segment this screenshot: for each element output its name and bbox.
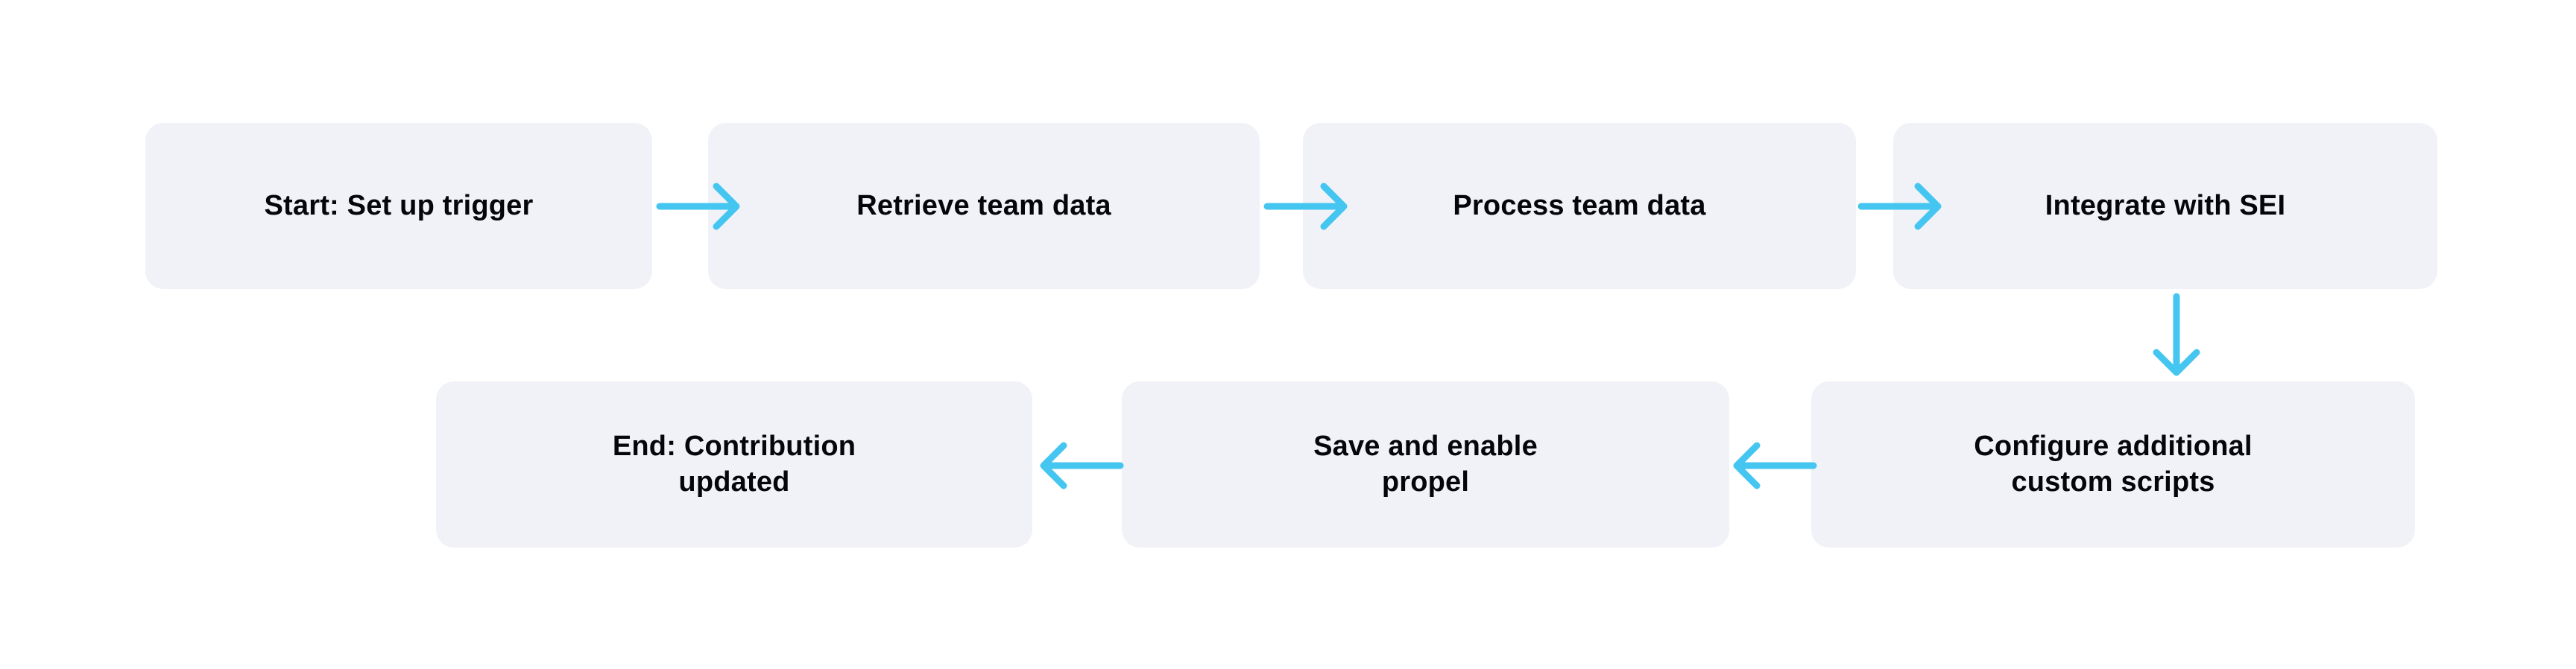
arrow-right-icon — [1263, 183, 1348, 230]
flow-node-label: Save and enable propel — [1313, 431, 1538, 498]
flow-edge-process-to-integrate — [1857, 183, 1942, 230]
flow-edge-start-to-retrieve — [656, 183, 740, 230]
arrow-right-icon — [1857, 183, 1942, 230]
flow-node-label: Integrate with SEI — [2045, 189, 2286, 221]
arrow-left-icon — [1733, 442, 1817, 489]
flow-node-integrate[interactable]: Integrate with SEI — [1893, 123, 2437, 289]
flow-node-label: Process team data — [1453, 189, 1706, 221]
flow-node-label: Configure additional custom scripts — [1974, 431, 2253, 498]
flow-node-label: Retrieve team data — [856, 189, 1111, 221]
flow-node-end[interactable]: End: Contribution updated — [436, 381, 1032, 548]
arrow-left-icon — [1040, 442, 1124, 489]
flow-node-retrieve[interactable]: Retrieve team data — [708, 123, 1260, 289]
flow-node-label: Start: Set up trigger — [264, 189, 534, 221]
flow-node-configure[interactable]: Configure additional custom scripts — [1811, 381, 2415, 548]
flow-edge-retrieve-to-process — [1263, 183, 1348, 230]
flow-edge-integrate-to-configure — [2153, 293, 2200, 376]
flow-node-save[interactable]: Save and enable propel — [1122, 381, 1729, 548]
flow-edge-configure-to-save — [1733, 442, 1817, 489]
flow-node-process[interactable]: Process team data — [1303, 123, 1856, 289]
flow-edge-save-to-end — [1040, 442, 1124, 489]
arrow-right-icon — [656, 183, 740, 230]
flow-node-start[interactable]: Start: Set up trigger — [145, 123, 652, 289]
flow-node-label: End: Contribution updated — [612, 431, 856, 498]
arrow-down-icon — [2153, 293, 2200, 376]
